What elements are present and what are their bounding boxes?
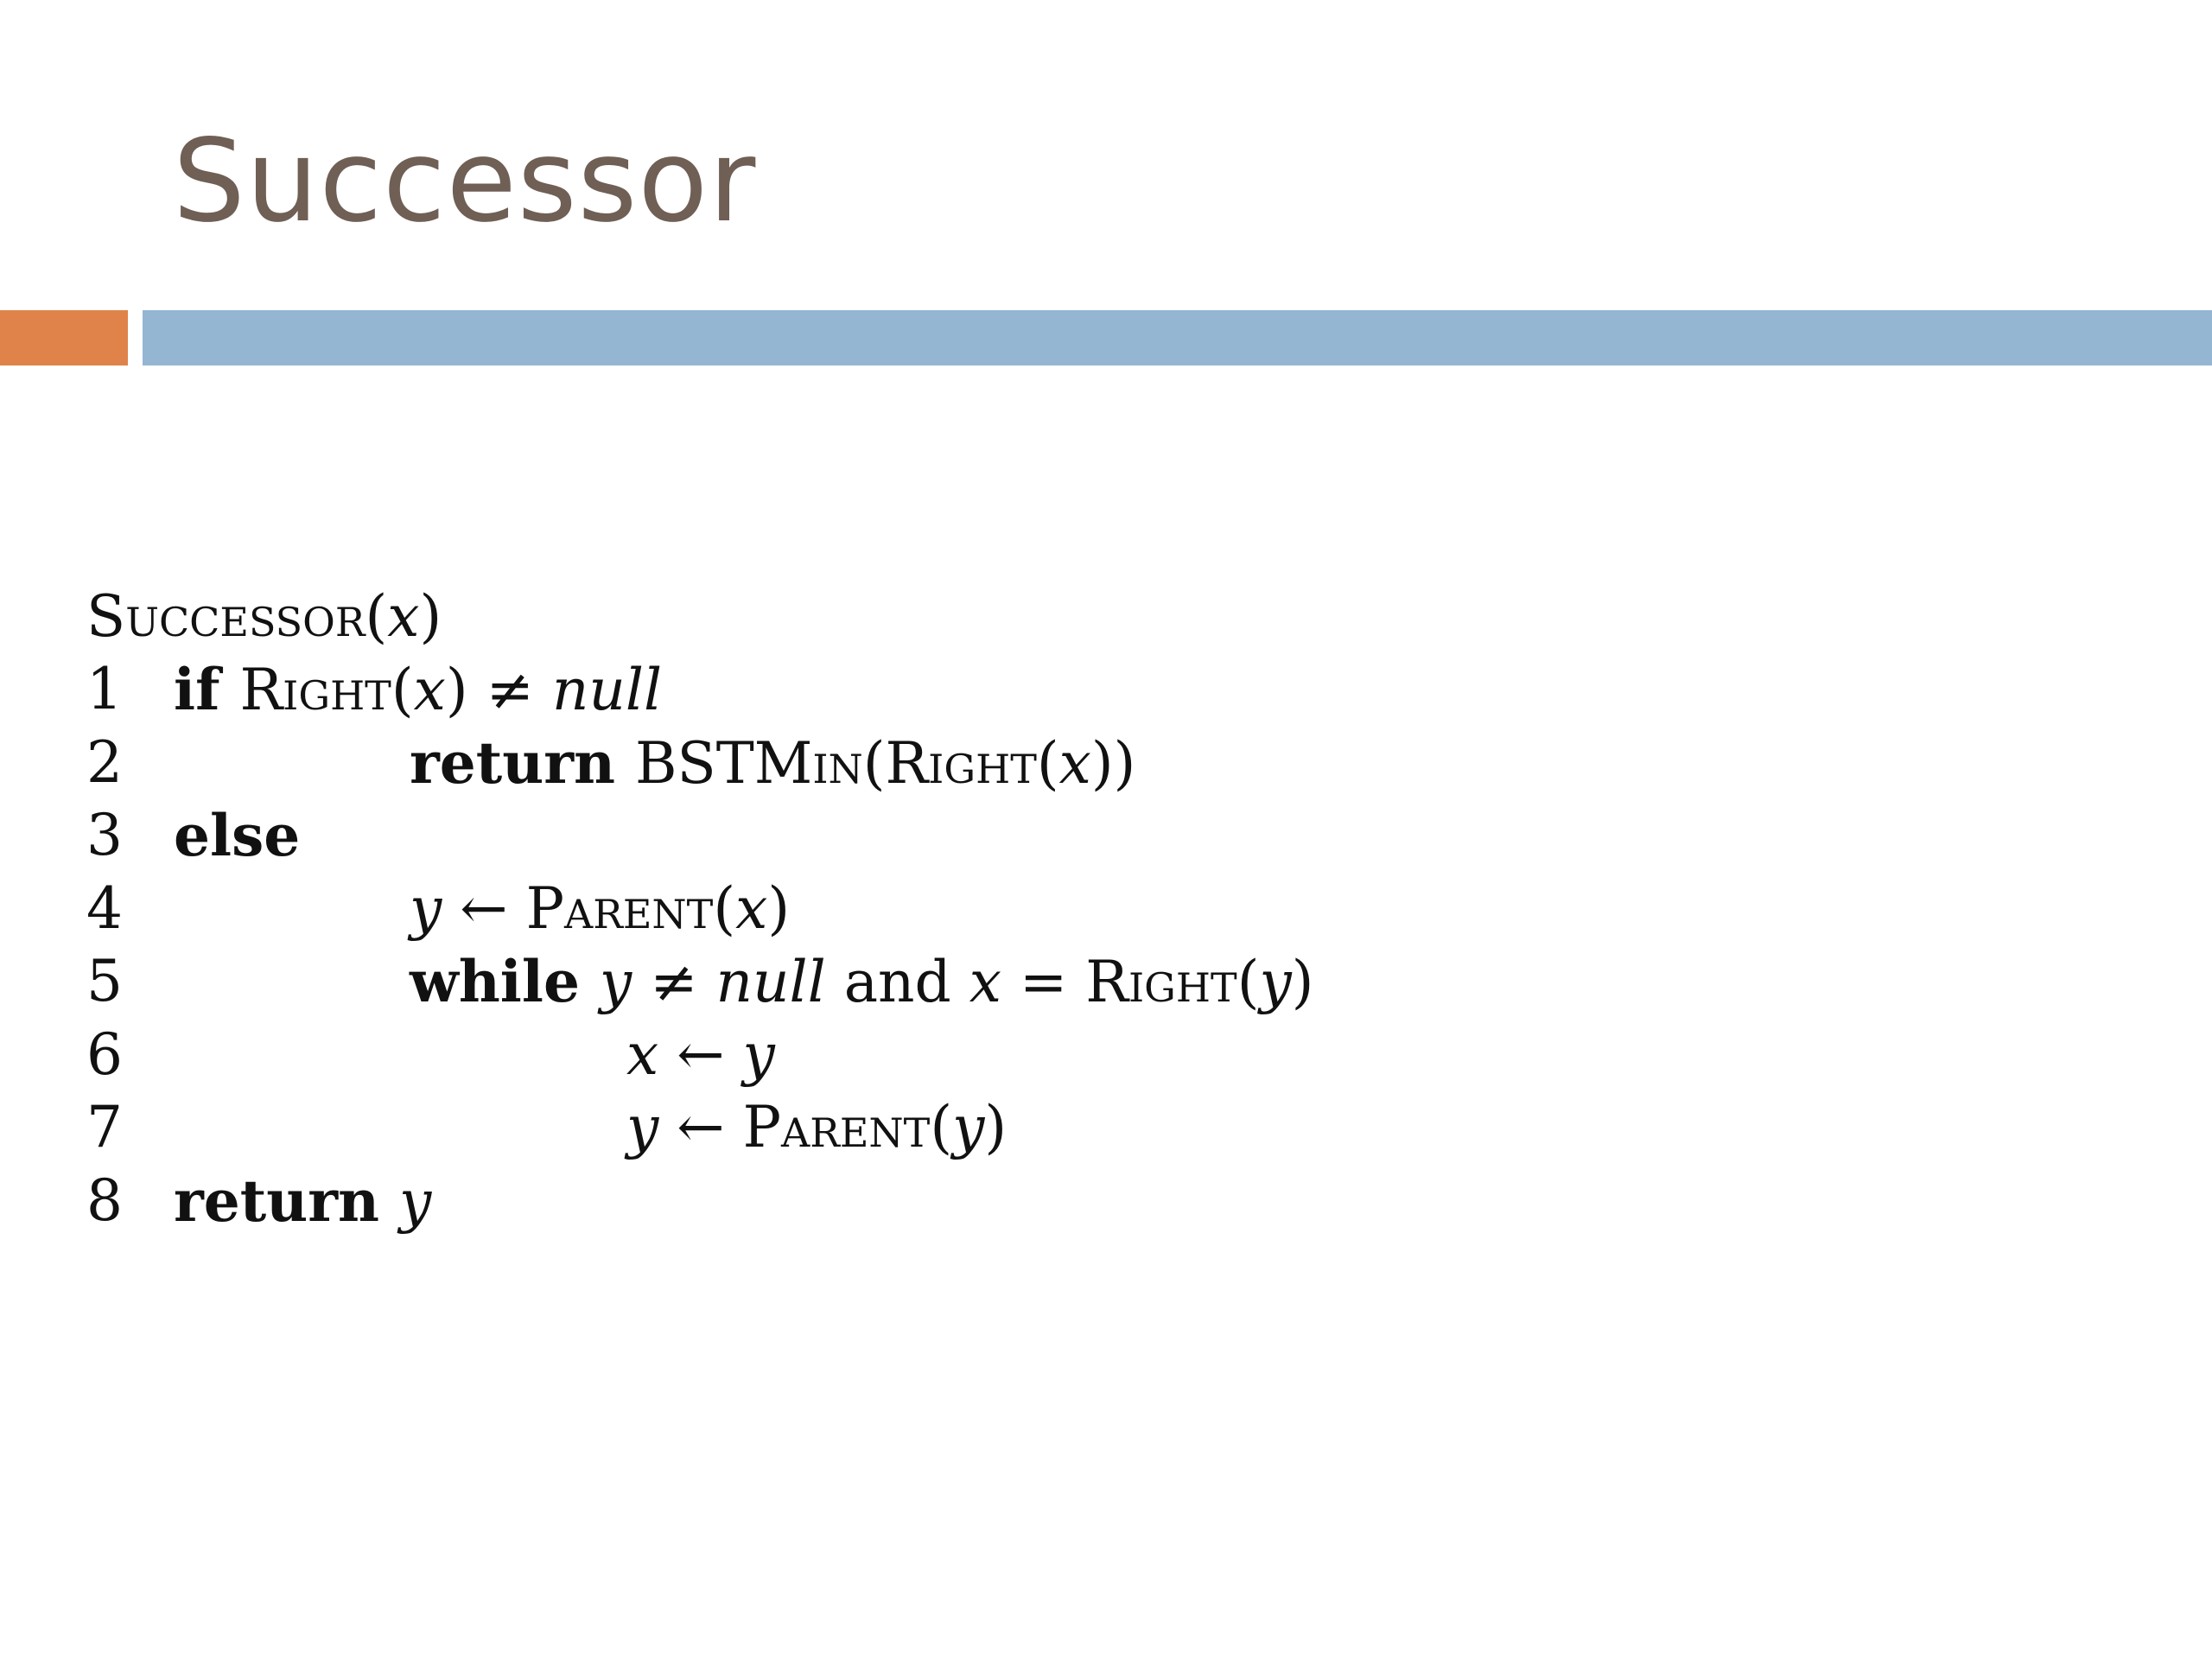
code-token-math-variable: x <box>626 1020 659 1088</box>
line-number: 7 <box>86 1094 123 1160</box>
code-token-text: ← <box>442 874 526 942</box>
line-code: if Right(x) ≠ null <box>174 653 662 728</box>
code-token-text: ← <box>658 1094 743 1160</box>
line-code: x ← y <box>626 1019 775 1092</box>
signature-close-paren: ) <box>419 583 442 650</box>
line-number: 6 <box>86 1020 123 1088</box>
code-token-math-variable: y <box>410 874 442 942</box>
line-code: else <box>174 799 300 874</box>
line-code: y ← Parent(y) <box>626 1091 1007 1165</box>
code-token-keyword: return <box>174 1166 399 1235</box>
line-number: 2 <box>86 728 123 796</box>
code-token-keyword: while <box>410 948 600 1015</box>
code-token-text: ( <box>391 657 414 723</box>
code-token-math-variable: y <box>952 1094 985 1160</box>
code-token-math-variable: y <box>398 1167 432 1235</box>
code-token-math-variable: x <box>735 874 768 942</box>
code-token-text: ( <box>713 874 736 942</box>
line-code: y ← Parent(x) <box>410 873 790 946</box>
code-token-math-variable: y <box>742 1020 775 1088</box>
code-token-math-variable: null <box>715 949 826 1015</box>
code-token-procedure-call: Parent <box>525 874 714 942</box>
code-token-text: ) <box>767 874 791 942</box>
code-token-text: ≠ <box>632 949 716 1015</box>
code-token-text: ← <box>658 1020 743 1088</box>
title-accent-bar-blue <box>143 310 2212 365</box>
pseudocode-line: 4 y ← Parent(x) <box>86 873 790 946</box>
code-token-text: ( <box>862 729 886 797</box>
code-token-procedure-call: Right <box>239 657 391 723</box>
line-number: 3 <box>86 802 123 868</box>
line-number: 1 <box>86 656 123 722</box>
code-token-text: BSTM <box>634 729 813 797</box>
line-code: while y ≠ null and x = Right(y) <box>410 945 1314 1020</box>
code-token-keyword: if <box>174 656 240 723</box>
procedure-signature: Successor(x) <box>86 581 442 653</box>
line-code: return BSTMin(Right(x)) <box>410 727 1135 801</box>
code-token-procedure-call: Parent <box>742 1094 931 1160</box>
code-token-text: ( <box>1036 729 1059 797</box>
code-token-math-variable: x <box>413 657 446 723</box>
signature-open-paren: ( <box>365 583 388 650</box>
code-token-text: ( <box>930 1094 953 1160</box>
code-token-text: and <box>825 949 969 1015</box>
code-token-procedure-call: in <box>812 729 863 797</box>
code-token-keyword: else <box>174 802 301 869</box>
code-token-procedure-call: Right <box>885 729 1037 797</box>
code-token-math-variable: y <box>1259 949 1292 1015</box>
code-token-text: ) <box>984 1094 1007 1160</box>
code-token-text: ) <box>1291 949 1314 1015</box>
code-token-keyword: return <box>410 728 635 797</box>
line-code: return y <box>174 1165 431 1239</box>
code-token-text: ( <box>1236 949 1260 1015</box>
title-accent-bar-orange <box>0 310 128 365</box>
code-token-math-variable: x <box>1058 729 1091 797</box>
code-token-math-variable: null <box>551 657 663 723</box>
procedure-argument: x <box>387 583 420 650</box>
line-number: 5 <box>86 948 123 1014</box>
code-token-procedure-call: Right <box>1085 949 1237 1015</box>
code-token-text: = <box>1001 949 1086 1015</box>
pseudocode-line: 3 else <box>86 799 442 873</box>
slide-title: Successor <box>173 115 757 248</box>
code-token-math-variable: y <box>599 949 632 1015</box>
code-token-math-variable: y <box>626 1094 659 1160</box>
code-token-text: ) ≠ <box>445 657 552 723</box>
code-token-math-variable: x <box>969 949 1002 1015</box>
line-number: 8 <box>86 1166 123 1234</box>
code-token-text: )) <box>1090 729 1136 797</box>
procedure-name: Successor <box>86 583 365 650</box>
pseudocode-line: 1 if Right(x) ≠ null <box>86 653 662 727</box>
pseudocode-line: 8 return y <box>86 1165 442 1238</box>
pseudocode-line: 6 x ← y <box>86 1019 775 1092</box>
line-number: 4 <box>86 874 123 942</box>
